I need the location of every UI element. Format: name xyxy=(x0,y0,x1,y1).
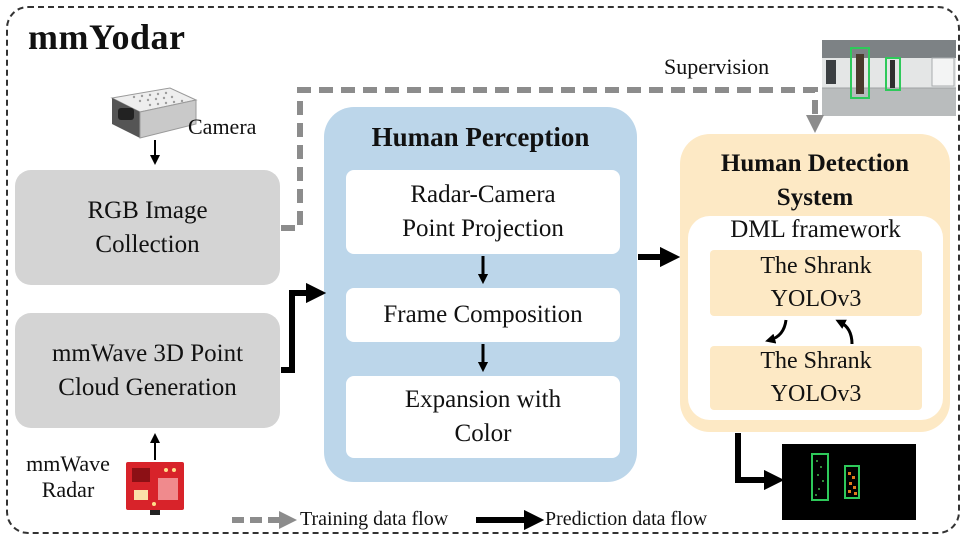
point-cloud-output-image xyxy=(782,444,916,520)
outer-frame xyxy=(6,6,960,534)
detection-to-output-arrow xyxy=(735,433,785,491)
color-expansion-line-2: Color xyxy=(454,420,512,447)
dml-framework-label: DML framework xyxy=(730,216,901,243)
human-perception-title: Human Perception xyxy=(371,122,590,152)
rgb-collection-box: RGB Image Collection xyxy=(15,170,280,285)
pointcloud-to-perception-arrow xyxy=(281,282,327,373)
yolo-a-line-1: The Shrank xyxy=(760,253,872,279)
human-detection-title-line-2: System xyxy=(776,184,854,211)
color-expansion-line-1: Expansion with xyxy=(404,386,562,413)
camera-icon xyxy=(110,87,198,139)
mutual-learning-up-arrow xyxy=(835,319,854,345)
legend-training-label: Training data flow xyxy=(300,508,449,530)
rgb-line-2: Collection xyxy=(95,230,200,258)
human-detection-title: Human Detection System xyxy=(680,147,950,215)
mutual-learning-down-arrow xyxy=(765,319,788,344)
point-projection-box: Radar-Camera Point Projection xyxy=(346,170,620,254)
point-cloud-box: mmWave 3D Point Cloud Generation xyxy=(15,313,280,428)
supervision-label: Supervision xyxy=(664,54,770,79)
yolo-model-a: The Shrank YOLOv3 xyxy=(710,250,922,316)
yolo-b-line-2: YOLOv3 xyxy=(770,381,862,407)
frame-composition-label: Frame Composition xyxy=(383,301,583,328)
point-projection-line-2: Point Projection xyxy=(402,215,564,242)
point-projection-line-1: Radar-Camera xyxy=(410,181,556,208)
supervision-arrow xyxy=(281,87,824,231)
rgb-line-1: RGB Image xyxy=(87,196,208,224)
camera-label: Camera xyxy=(188,114,257,139)
radar-board-icon xyxy=(126,462,184,515)
yolo-model-b: The Shrank YOLOv3 xyxy=(710,346,922,410)
color-expansion-box: Expansion with Color xyxy=(346,376,620,458)
human-detection-title-line-1: Human Detection xyxy=(720,150,910,177)
radar-label-line-2: Radar xyxy=(41,477,95,502)
diagram-title: mmYodar xyxy=(28,17,186,57)
frame-composition-box: Frame Composition xyxy=(346,288,620,342)
rgb-detection-image xyxy=(822,40,956,116)
point-cloud-line-2: Cloud Generation xyxy=(58,373,237,401)
yolo-b-line-1: The Shrank xyxy=(760,348,872,374)
point-cloud-line-1: mmWave 3D Point xyxy=(51,339,244,367)
legend-prediction-label: Prediction data flow xyxy=(545,508,708,530)
radar-label: mmWave Radar xyxy=(20,451,116,503)
yolo-a-line-2: YOLOv3 xyxy=(770,286,862,312)
radar-label-line-1: mmWave xyxy=(26,451,110,476)
